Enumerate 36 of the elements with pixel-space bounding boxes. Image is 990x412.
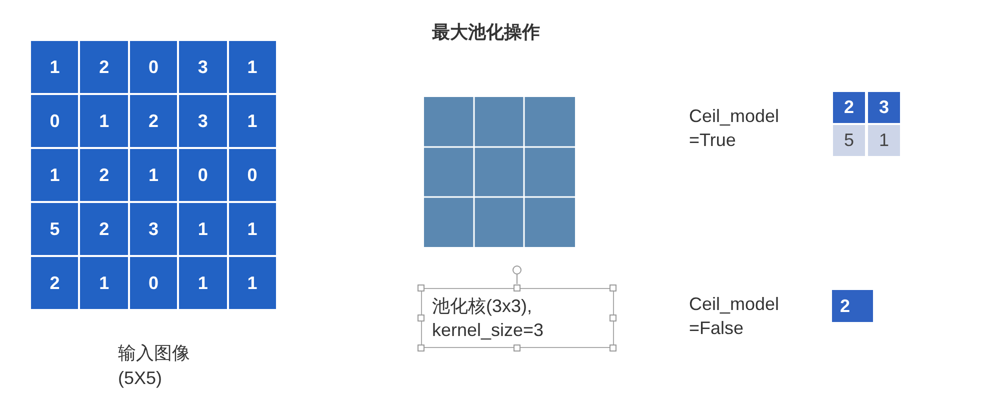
matrix-cell: 2: [79, 40, 129, 94]
matrix-cell: 5: [832, 124, 866, 157]
title: 最大池化操作: [432, 21, 540, 44]
matrix-cell: 0: [228, 148, 277, 202]
size-label: (5X5): [118, 367, 162, 390]
option-label: Ceil_model =False: [689, 293, 780, 340]
matrix-cell: 3: [867, 91, 901, 124]
matrix-cell: 1: [228, 40, 277, 94]
matrix-cell: 0: [128, 256, 178, 310]
option-label: Ceil_model =True: [689, 105, 780, 152]
matrix-cell: 0: [128, 40, 178, 94]
matrix-cell: 1: [228, 256, 277, 310]
matrix-cell: 5: [30, 202, 80, 256]
matrix-cell: 2: [832, 91, 866, 124]
matrix-cell: 1: [79, 94, 129, 148]
matrix-cell: 3: [178, 94, 228, 148]
matrix-cell: 1: [128, 148, 178, 202]
matrix-cell: 1: [867, 124, 901, 157]
matrix-cell: 2: [128, 94, 178, 148]
matrix-cell: 1: [30, 148, 80, 202]
matrix-cell: 3: [178, 40, 228, 94]
kernel-text: 池化核(3x3), kernel_size=3: [432, 295, 544, 342]
matrix-cell: 2: [79, 202, 129, 256]
matrix-cell: 2: [79, 148, 129, 202]
matrix-cell: 3: [128, 202, 178, 256]
matrix-cell: 1: [228, 202, 277, 256]
matrix-cell: 2: [832, 290, 873, 322]
matrix-cell: 1: [228, 94, 277, 148]
image-label: 输入图像: [118, 342, 190, 365]
matrix-cell: 1: [30, 40, 80, 94]
matrix-cell: 0: [178, 148, 228, 202]
matrix-cell: 2: [30, 256, 80, 310]
matrix-cell: 1: [178, 202, 228, 256]
matrix-cell: 1: [178, 256, 228, 310]
matrix-cell: 0: [30, 94, 80, 148]
matrix-cell: 1: [79, 256, 129, 310]
